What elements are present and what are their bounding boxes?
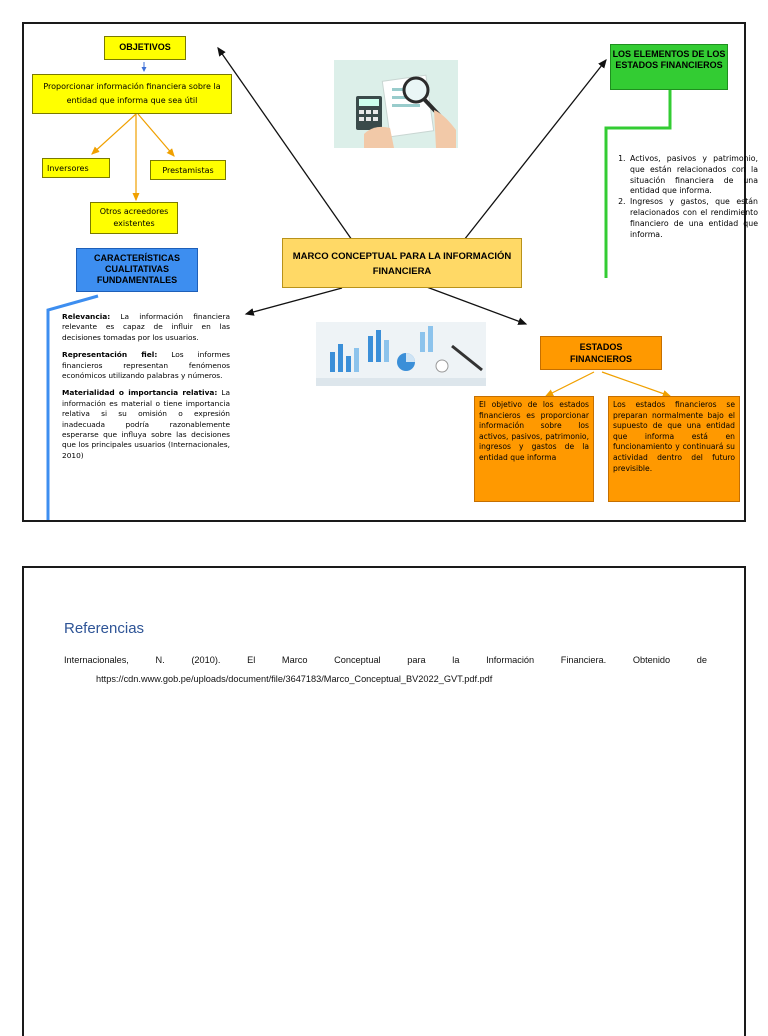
connector-lines	[46, 46, 672, 520]
reference-url: https://cdn.www.gob.pe/uploads/document/…	[96, 674, 493, 684]
arrow-to-objetivos	[217, 46, 353, 241]
references-page: Referencias Internacionales, N. (2010). …	[22, 566, 746, 1036]
blue-bracket	[46, 294, 99, 520]
caracteristicas-title: CARACTERÍSTICAS CUALITATIVAS FUNDAMENTAL…	[76, 248, 198, 292]
estados-box-objetivo: El objetivo de los estados financieros e…	[474, 396, 594, 502]
estados-box-supuesto: Los estados financieros se preparan norm…	[608, 396, 740, 502]
references-heading: Referencias	[64, 620, 145, 637]
objetivos-description: Proporcionar información financiera sobr…	[32, 74, 232, 114]
target-inversores: Inversores	[42, 158, 110, 178]
elementos-list: Activos, pasivos y patrimonio, que están…	[610, 154, 758, 240]
financial-charts-image	[316, 322, 486, 386]
arrow-to-estados-box1	[544, 371, 595, 397]
caracteristicas-list: Relevancia: La información financiera re…	[62, 312, 230, 468]
magnifier-icon	[334, 60, 458, 148]
reference-entry: Internacionales, N. (2010). El Marco Con…	[64, 654, 707, 685]
caracteristica-representacion-fiel: Representación fiel: Los informes financ…	[62, 350, 230, 381]
reference-citation: Internacionales, N. (2010). El Marco Con…	[64, 655, 707, 665]
arrow-to-inversores	[91, 113, 137, 155]
financial-documents-image	[334, 60, 458, 148]
caracteristica-relevancia: Relevancia: La información financiera re…	[62, 312, 230, 342]
arrow-to-prestamistas	[137, 113, 175, 157]
mind-map-page: OBJETIVOS Proporcionar información finan…	[22, 22, 758, 522]
elementos-title: LOS ELEMENTOS DE LOS ESTADOS FINANCIEROS	[610, 44, 728, 90]
target-prestamistas: Prestamistas	[150, 160, 226, 180]
elemento-item: Activos, pasivos y patrimonio, que están…	[628, 154, 758, 197]
arrow-to-estados	[423, 285, 528, 325]
central-title: MARCO CONCEPTUAL PARA LA INFORMACIÓN FIN…	[282, 238, 522, 288]
chart-icon	[316, 322, 486, 386]
caracteristica-materialidad: Materialidad o importancia relativa: La …	[62, 388, 230, 460]
arrow-to-estados-box2	[601, 371, 672, 397]
elemento-item: Ingresos y gastos, que están relacionado…	[628, 197, 758, 240]
arrow-to-caracteristicas	[244, 287, 343, 316]
objetivos-title: OBJETIVOS	[104, 36, 186, 60]
green-bracket	[604, 78, 672, 278]
arrow-to-elementos	[463, 58, 607, 241]
estados-title: ESTADOS FINANCIEROS	[540, 336, 662, 370]
target-otros-acreedores: Otros acreedores existentes	[90, 202, 178, 234]
